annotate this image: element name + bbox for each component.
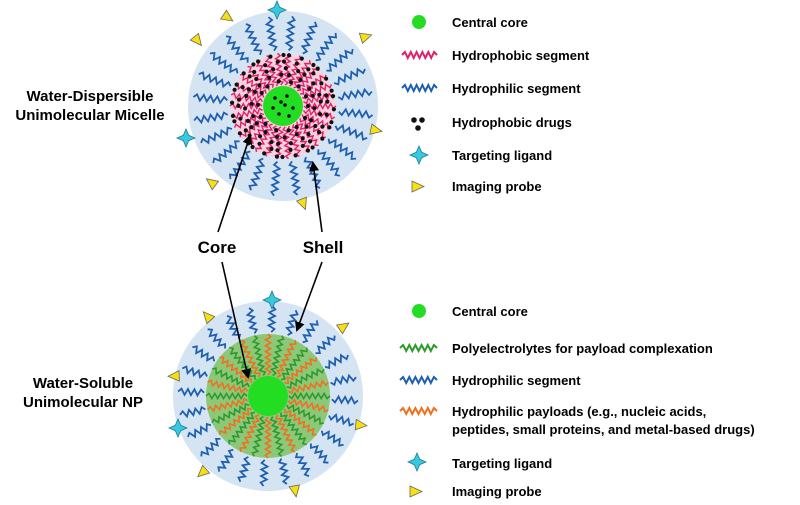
- legend-text-continued: peptides, small proteins, and metal-base…: [452, 422, 755, 437]
- np-surface-ligands-and-probes: [167, 289, 368, 498]
- micelle-surface-ligands-and-probes: [175, 0, 383, 211]
- yellow-triangle-icon: [411, 180, 425, 193]
- legend-item-central-core: Central core: [412, 15, 528, 30]
- imaging-probe-icon: [219, 9, 234, 22]
- legend-item-hydrophobic-segment: Hydrophobic segment: [401, 48, 590, 63]
- cyan-star-icon: [406, 451, 428, 473]
- legend-text: Imaging probe: [452, 179, 542, 194]
- cyan-star-icon: [408, 144, 430, 166]
- imaging-probe-icon: [189, 32, 202, 47]
- shell-label: Shell: [303, 238, 344, 257]
- np-central-core: [248, 376, 288, 416]
- targeting-ligand-icon: [261, 289, 283, 311]
- legend-text: Polyelectrolytes for payload complexatio…: [452, 341, 713, 356]
- targeting-ligand-icon: [167, 417, 189, 439]
- green-wavy-line-icon: [399, 342, 438, 354]
- imaging-probe-icon: [202, 311, 216, 325]
- legend-item-hydrophilic-segment: Hydrophilic segment: [401, 81, 581, 96]
- legend-item-hydrophilic-payloads: Hydrophilic payloads (e.g., nucleic acid…: [399, 404, 755, 437]
- core-label: Core: [198, 238, 237, 257]
- core-arrow-up: [217, 134, 253, 233]
- imaging-probe-icon: [335, 322, 350, 335]
- legend-text: Targeting ligand: [452, 456, 552, 471]
- unimolecular-nanoparticle: [167, 289, 368, 498]
- np-payload-complex-chains: [205, 333, 331, 459]
- red-wavy-line-icon: [401, 49, 438, 61]
- legend-item-imaging-probe: Imaging probe: [411, 179, 542, 194]
- micelle-title-line1: Water-Dispersible: [27, 88, 154, 105]
- orange-wavy-line-icon: [399, 405, 438, 417]
- micelle-central-core: [263, 86, 303, 126]
- legend-item-polyelectrolytes: Polyelectrolytes for payload complexatio…: [399, 341, 713, 356]
- np-hydrophilic-chains: [177, 305, 359, 487]
- micelle-core-drugs: [271, 94, 295, 118]
- legend-text: Targeting ligand: [452, 148, 552, 163]
- micelle-hydrophilic-chains: [192, 15, 374, 197]
- core-arrow-down: [221, 261, 252, 379]
- micelle-title-line2: Unimolecular Micelle: [15, 107, 164, 124]
- np-legend: Central core Polyelectrolytes for payloa…: [399, 304, 755, 499]
- legend-item-imaging-probe: Imaging probe: [409, 484, 542, 499]
- legend-item-targeting-ligand: Targeting ligand: [406, 451, 552, 473]
- legend-text: Imaging probe: [452, 484, 542, 499]
- imaging-probe-icon: [358, 32, 373, 45]
- legend-text: Central core: [452, 304, 528, 319]
- imaging-probe-icon: [205, 178, 220, 191]
- imaging-probe-icon: [197, 464, 211, 478]
- legend-text: Hydrophobic drugs: [452, 115, 572, 130]
- legend-text: Central core: [452, 15, 528, 30]
- legend-text: Hydrophobic segment: [452, 48, 590, 63]
- imaging-probe-icon: [295, 196, 307, 211]
- np-title-line1: Water-Soluble: [33, 375, 133, 392]
- green-core-circle-icon: [412, 15, 426, 29]
- legend-item-central-core: Central core: [412, 304, 528, 319]
- green-core-circle-icon: [412, 304, 426, 318]
- micelle-legend: Central core Hydrophobic segment Hydroph…: [401, 15, 590, 194]
- unimolecular-micelle: [175, 0, 383, 211]
- shell-arrow-down: [295, 261, 323, 332]
- legend-text: Hydrophilic payloads (e.g., nucleic acid…: [452, 404, 706, 419]
- imaging-probe-icon: [354, 418, 368, 431]
- np-title-line2: Unimolecular NP: [23, 394, 143, 411]
- black-dots-icon: [411, 117, 425, 131]
- targeting-ligand-icon: [266, 0, 288, 21]
- blue-wavy-line-icon: [401, 82, 438, 94]
- imaging-probe-icon: [369, 123, 383, 135]
- legend-item-targeting-ligand: Targeting ligand: [408, 144, 552, 166]
- targeting-ligand-icon: [175, 127, 197, 149]
- legend-item-hydrophilic-segment: Hydrophilic segment: [399, 373, 581, 388]
- legend-text: Hydrophilic segment: [452, 373, 581, 388]
- imaging-probe-icon: [167, 369, 180, 382]
- shell-arrow-up: [309, 161, 323, 233]
- legend-item-hydrophobic-drugs: Hydrophobic drugs: [411, 115, 572, 131]
- blue-wavy-line-icon: [399, 374, 438, 386]
- legend-text: Hydrophilic segment: [452, 81, 581, 96]
- yellow-triangle-icon: [409, 485, 423, 498]
- imaging-probe-icon: [288, 484, 301, 498]
